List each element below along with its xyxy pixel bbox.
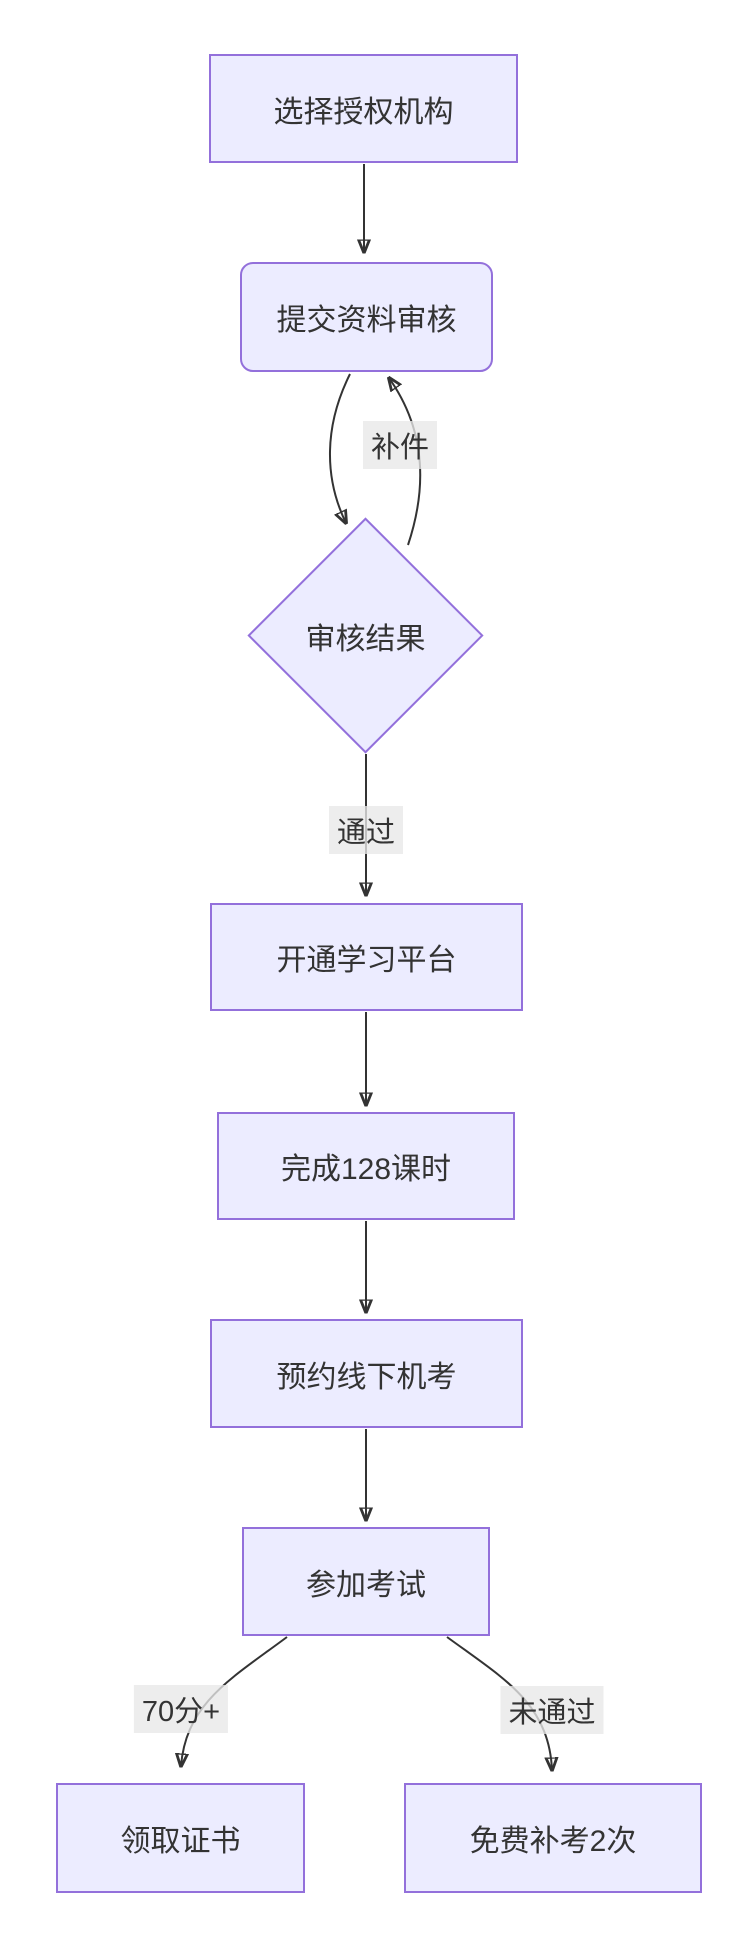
node-complete-hours-label: 完成128课时 xyxy=(280,1153,452,1186)
node-submit-review-label: 提交资料审核 xyxy=(276,304,457,337)
edge-label-pass: 通过 xyxy=(328,806,404,854)
node-submit-review: 提交资料审核 xyxy=(240,262,493,372)
node-free-retake: 免费补考2次 xyxy=(404,1783,702,1893)
node-select-institution-label: 选择授权机构 xyxy=(273,95,454,129)
node-open-platform-label: 开通学习平台 xyxy=(276,944,457,977)
node-review-result-label: 审核结果 xyxy=(305,622,426,656)
node-free-retake-label: 免费补考2次 xyxy=(469,1825,637,1858)
node-select-institution: 选择授权机构 xyxy=(209,54,518,163)
edge-label-70plus: 70分+ xyxy=(133,1685,229,1733)
edge-label-supplement: 补件 xyxy=(362,421,438,469)
node-complete-hours: 完成128课时 xyxy=(217,1112,515,1220)
node-take-exam-label: 参加考试 xyxy=(306,1568,426,1602)
edge-submit-to-review xyxy=(328,373,351,523)
node-get-certificate-label: 领取证书 xyxy=(120,1825,241,1858)
node-book-exam-label: 预约线下机考 xyxy=(276,1360,457,1394)
node-get-certificate: 领取证书 xyxy=(56,1783,305,1893)
node-take-exam: 参加考试 xyxy=(242,1527,490,1636)
node-book-exam: 预约线下机考 xyxy=(210,1319,523,1428)
edge-label-fail: 未通过 xyxy=(500,1686,604,1734)
node-open-platform: 开通学习平台 xyxy=(210,903,523,1011)
